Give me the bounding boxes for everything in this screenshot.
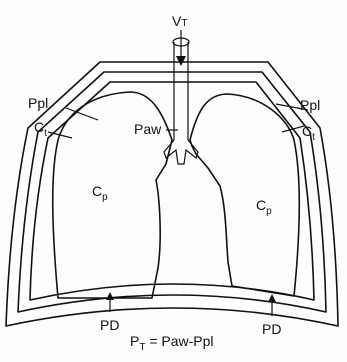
pd-right-label: PD <box>262 321 281 337</box>
ct-right-leader <box>282 126 304 132</box>
tidal-volume-arrowhead <box>176 56 186 66</box>
chest-wall-inner <box>18 72 326 312</box>
ct-left-label: Ct <box>34 119 47 139</box>
pd-right-arrowhead <box>268 294 276 302</box>
paw-label: Paw <box>134 121 162 137</box>
ct-right-label: Ct <box>302 123 315 143</box>
ppl-left-label: Ppl <box>28 95 48 111</box>
equation-label: PT = Paw-Ppl <box>130 333 214 353</box>
tidal-volume-label: VT <box>172 13 187 29</box>
chest-wall-outer <box>6 62 338 326</box>
pd-left-arrowhead <box>106 292 114 300</box>
cp-right-label: Cp <box>256 197 272 217</box>
right-lung <box>190 94 299 296</box>
cp-left-label: Cp <box>92 183 108 203</box>
ppl-right-label: Ppl <box>300 97 320 113</box>
pd-left-label: PD <box>100 317 119 333</box>
